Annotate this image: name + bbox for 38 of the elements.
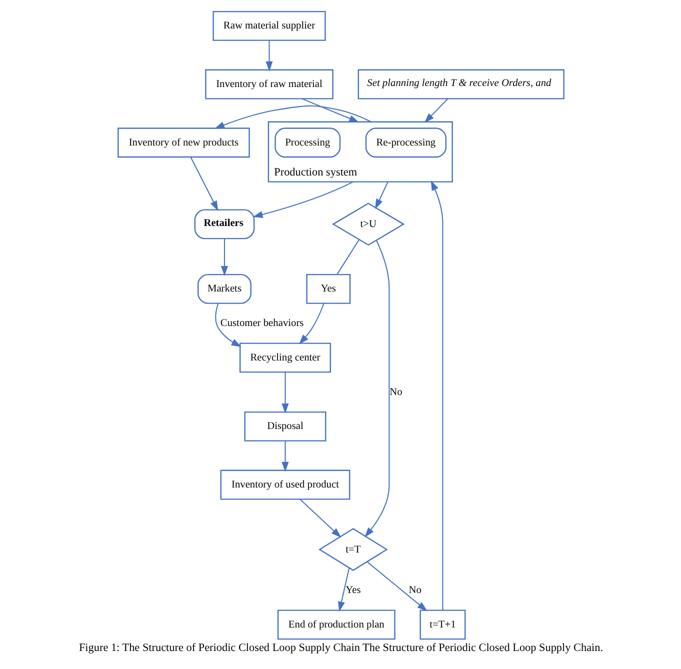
arrow — [337, 568, 350, 612]
connector — [336, 239, 360, 275]
arrow — [265, 40, 272, 72]
caption: Figure 1: The Structure of Periodic Closed Loop Supply Chain The Structure of Periodic Closed Loop Supply Chain. — [78, 642, 603, 654]
arrow — [366, 561, 427, 612]
edge-label: Yes — [345, 585, 360, 596]
edge-label: No — [389, 386, 402, 398]
arrow — [301, 98, 359, 122]
arrow — [424, 98, 448, 123]
node-box: Processing — [274, 128, 340, 158]
node-box: Inventory of raw material — [204, 69, 333, 100]
node-box: Set planning length T & receive Orders, and — [357, 69, 564, 100]
node-box: Inventory of used product — [220, 470, 350, 500]
arrow — [252, 181, 353, 218]
arrow — [281, 440, 288, 472]
node-box: Disposal — [244, 411, 326, 442]
arrow — [374, 182, 388, 210]
node-box: Markets — [197, 274, 251, 304]
arrow — [214, 303, 241, 348]
node-box: Inventory of new products — [117, 128, 250, 158]
arrow — [220, 238, 228, 276]
node-box: End of production plan — [276, 610, 395, 640]
node-box: Recycling center — [238, 342, 331, 373]
node-box: Raw material supplier — [212, 10, 326, 41]
node-box: t=T+1 — [419, 610, 466, 640]
arrow — [190, 157, 218, 212]
node-box: Yes — [306, 274, 350, 304]
arrow — [298, 303, 324, 344]
arrow — [430, 180, 443, 610]
arrow — [299, 498, 341, 538]
node-box: Re-processing — [364, 128, 446, 158]
edge-label: No — [408, 585, 421, 596]
arrow — [364, 240, 390, 538]
arrow — [281, 372, 288, 414]
edge-label: Customer behaviors — [220, 318, 304, 330]
node-box: Retailers — [194, 209, 254, 240]
node-diamond: t>U — [332, 202, 404, 246]
arrow — [214, 105, 372, 129]
